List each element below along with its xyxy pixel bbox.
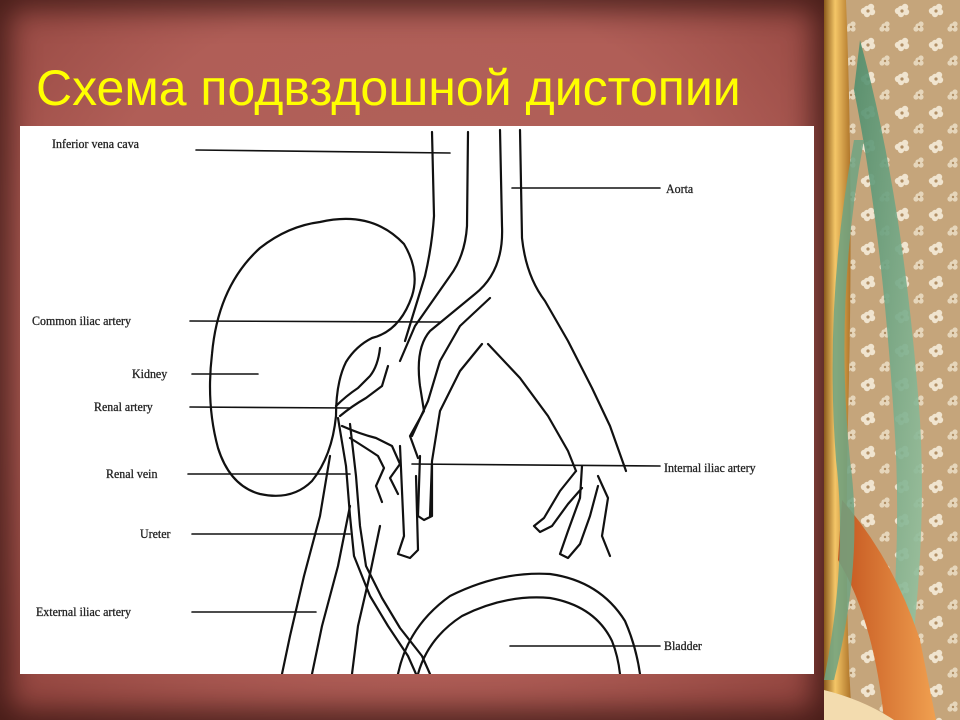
renal-artery bbox=[334, 346, 382, 408]
renal-vein-inner bbox=[348, 436, 386, 504]
aorta-right-wall bbox=[518, 128, 628, 473]
kidney-outline bbox=[208, 217, 416, 497]
label-bladder: Bladder bbox=[664, 638, 702, 653]
common-iliac-left-outer bbox=[410, 296, 492, 438]
external-iliac-middle bbox=[350, 524, 382, 674]
renal-artery-inner bbox=[338, 364, 390, 418]
internal-iliac-right-b bbox=[558, 464, 600, 560]
label-ureter: Ureter bbox=[140, 526, 171, 541]
common-iliac-inner-right bbox=[486, 342, 578, 473]
ureter-inner bbox=[348, 422, 432, 674]
decorative-side-panel bbox=[824, 0, 960, 720]
external-iliac-outer bbox=[280, 454, 332, 674]
label-renal-artery: Renal artery bbox=[94, 399, 153, 414]
orange-ribbon bbox=[838, 500, 936, 720]
label-inferior-vena-cava: Inferior vena cava bbox=[52, 136, 139, 151]
external-iliac-inner bbox=[310, 504, 352, 674]
slide-title: Схема подвздошной дистопии bbox=[36, 60, 741, 116]
bladder-inner bbox=[416, 596, 622, 674]
aorta-left-wall bbox=[408, 128, 504, 460]
internal-iliac-right-a bbox=[532, 469, 584, 534]
ivc-outline-inner bbox=[398, 130, 470, 363]
renal-vein bbox=[340, 424, 402, 496]
anatomy-diagram: Inferior vena cava Aorta Common iliac ar… bbox=[20, 126, 814, 674]
label-common-iliac-artery: Common iliac artery bbox=[32, 313, 131, 328]
internal-iliac-left-a bbox=[416, 454, 434, 522]
bladder-outer bbox=[396, 572, 642, 674]
label-aorta: Aorta bbox=[666, 181, 694, 196]
leader-ivc bbox=[195, 149, 451, 154]
diagram-drawing bbox=[187, 128, 661, 674]
ivc-outline bbox=[403, 130, 436, 343]
leader-renal-artery bbox=[189, 406, 351, 409]
label-renal-vein: Renal vein bbox=[106, 466, 158, 481]
decorative-pattern bbox=[824, 0, 960, 720]
internal-iliac-left-b bbox=[396, 444, 420, 560]
green-ribbon-2 bbox=[824, 140, 864, 680]
label-external-iliac-artery: External iliac artery bbox=[36, 604, 131, 619]
internal-iliac-right-c bbox=[596, 474, 612, 558]
leader-common-iliac bbox=[189, 320, 441, 323]
label-kidney: Kidney bbox=[132, 366, 168, 381]
green-ribbon bbox=[854, 40, 922, 720]
cream-accent bbox=[824, 690, 894, 720]
leader-lines bbox=[187, 149, 661, 647]
label-internal-iliac-artery: Internal iliac artery bbox=[664, 460, 756, 475]
leader-internal-iliac bbox=[411, 463, 661, 467]
